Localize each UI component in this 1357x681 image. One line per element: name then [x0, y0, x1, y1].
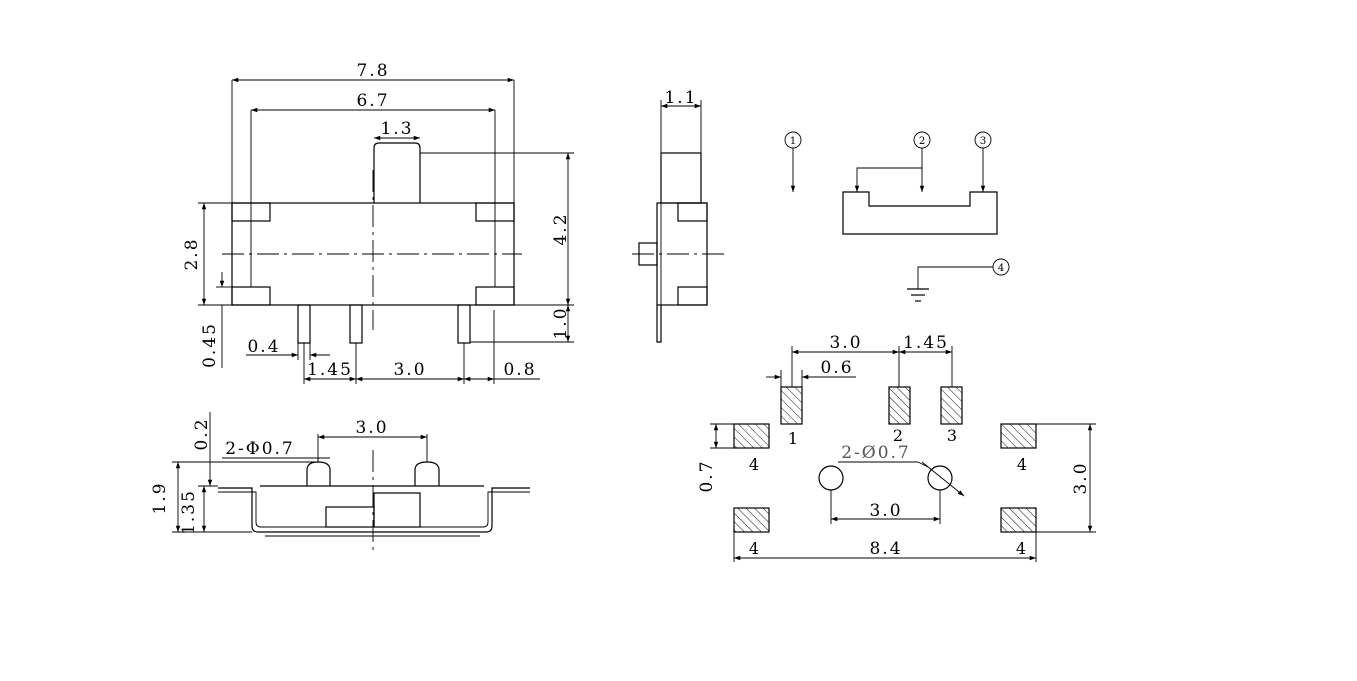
anchor-label: 4: [1017, 455, 1027, 474]
dim-pin-offset: 0.45: [200, 322, 220, 368]
pad-1: [780, 386, 803, 425]
pad-3: [940, 386, 963, 425]
dim-overall-height: 4.2: [551, 212, 571, 245]
dim-actuator-width: 1.3: [380, 119, 413, 139]
front-body-outline: [218, 487, 530, 533]
dim-pin-pitch-b: 3.0: [393, 360, 426, 380]
anchor-pad: [1000, 507, 1037, 533]
anchor-label: 4: [749, 539, 759, 558]
dim-pad-width: 0.6: [820, 358, 853, 378]
terminal-number-1: 1: [790, 136, 796, 147]
anchor-pad: [733, 507, 770, 533]
actuator-knob: [373, 142, 421, 203]
dim-edge-offset: 0.8: [503, 360, 536, 380]
side-pin: [656, 305, 662, 343]
dim-body-height-front: 1.35: [179, 489, 199, 535]
anchor-pad: [733, 423, 770, 449]
dim-pad-pitch-b: 1.45: [903, 333, 949, 353]
terminal-number-3: 3: [980, 136, 986, 147]
anchor-label: 4: [1016, 539, 1026, 558]
dim-side-actuator-width: 1.1: [664, 88, 697, 108]
anchor-pad: [1000, 423, 1037, 449]
pad-label-1: 1: [788, 429, 798, 448]
dim-pad-pitch-a: 3.0: [829, 333, 862, 353]
pin-3: [457, 304, 471, 344]
dim-body-width: 6.7: [356, 91, 389, 111]
pad-label-2: 2: [893, 426, 903, 445]
dim-pin-pitch-a: 1.45: [307, 360, 353, 380]
schematic: 1 2 3 4: [784, 131, 1010, 302]
front-post-2: [414, 461, 440, 486]
front-view: 3.0 2-Φ0.7 0.2 1.9 1.35: [150, 412, 530, 552]
dim-post-spacing: 3.0: [355, 418, 388, 438]
switch-contact-symbol: [842, 191, 998, 235]
dim-pin-width: 0.4: [247, 337, 280, 357]
terminal-number-4: 4: [998, 263, 1004, 274]
side-view: 1.1: [632, 88, 728, 343]
dim-anchor-span-x: 8.4: [869, 539, 902, 559]
dim-overall-width: 7.8: [356, 61, 389, 81]
corner-tab: [475, 286, 515, 306]
pin-2: [349, 304, 363, 344]
pin-1: [297, 304, 311, 344]
dim-anchor-span-y: 3.0: [1071, 461, 1091, 494]
front-slider: [325, 506, 375, 528]
dim-hole-diameter: 2-Ø0.7: [841, 443, 911, 463]
dim-anchor-height: 0.7: [697, 459, 717, 492]
dim-total-height: 1.9: [150, 481, 170, 514]
mounting-hole: [818, 465, 844, 491]
dim-body-height: 2.8: [182, 237, 202, 270]
dim-post-offset: 0.2: [192, 417, 212, 450]
dim-post-diameter: 2-Φ0.7: [225, 439, 295, 459]
dim-hole-spacing: 3.0: [869, 501, 902, 521]
corner-tab: [231, 286, 271, 306]
side-actuator: [660, 152, 702, 204]
front-post-1: [306, 461, 331, 486]
anchor-label: 4: [749, 455, 759, 474]
pad-2: [888, 386, 911, 425]
pcb-layout: 1 2 3 4 4 4 4 2-Ø0.7 3.0 3.0 1.45: [697, 333, 1096, 562]
top-view: 7.8 6.7 1.3 4.2 1.0 2.8 0.45 0.4: [182, 61, 574, 384]
terminal-number-2: 2: [919, 136, 925, 147]
pad-label-3: 3: [947, 426, 957, 445]
dim-pin-length: 1.0: [551, 306, 571, 339]
